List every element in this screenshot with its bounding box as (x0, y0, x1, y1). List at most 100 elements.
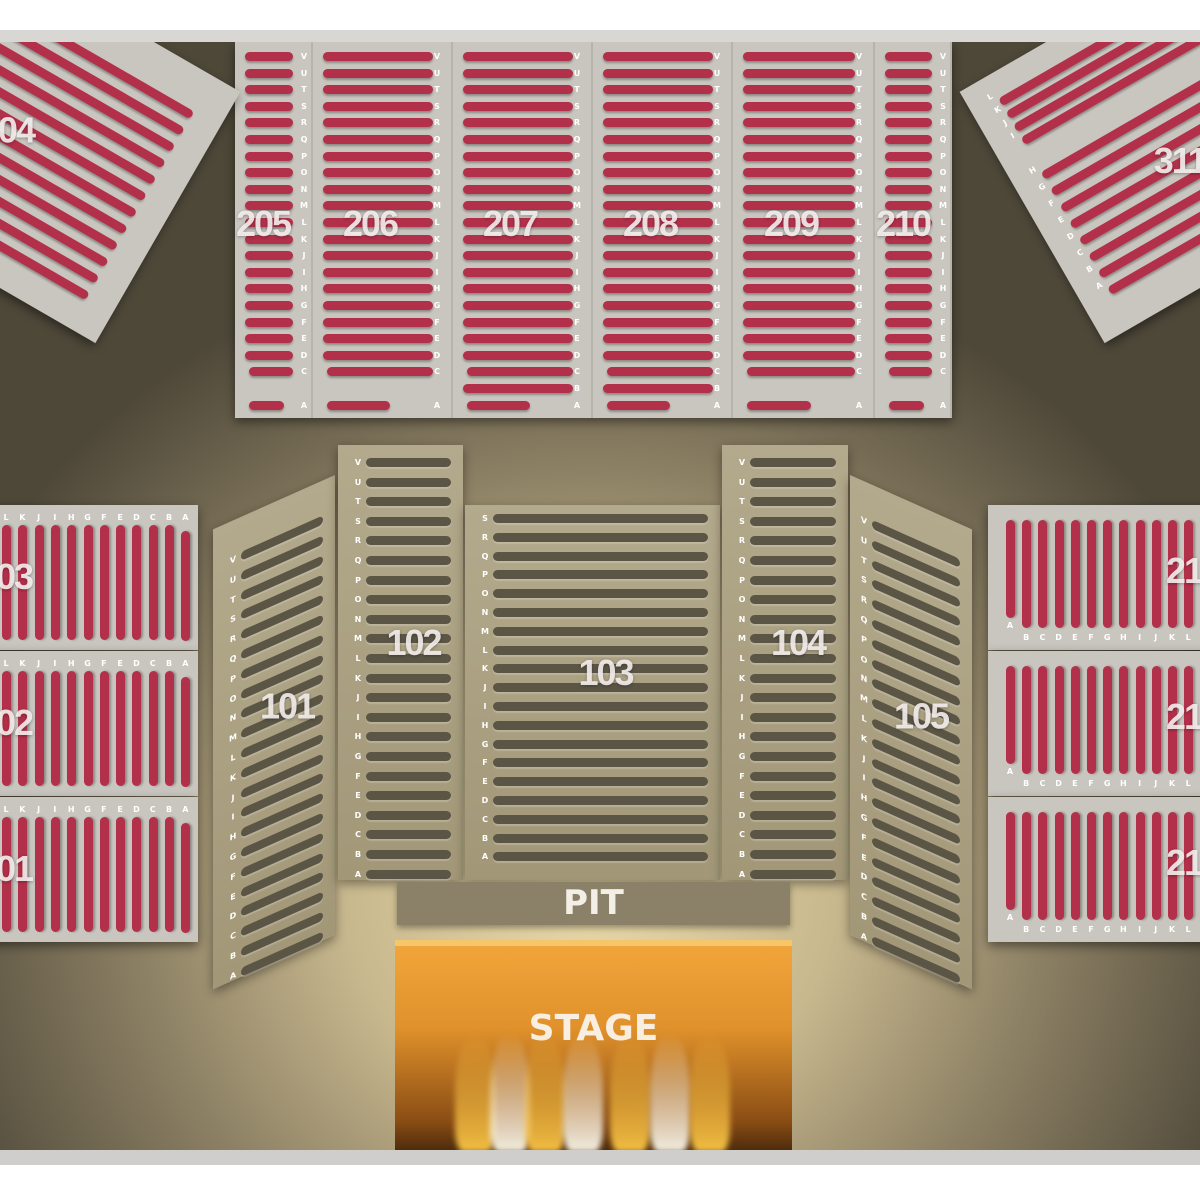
seat-row[interactable] (327, 400, 390, 410)
seat-row[interactable] (463, 168, 573, 178)
seat-row[interactable] (493, 532, 708, 542)
seat-row[interactable] (1184, 520, 1194, 628)
seat-row[interactable] (1038, 666, 1048, 774)
seat-row[interactable] (743, 101, 855, 111)
seat-row[interactable] (165, 817, 174, 932)
seat-row[interactable] (750, 673, 836, 683)
seat-row[interactable] (463, 68, 573, 78)
seat-row[interactable] (885, 301, 932, 310)
seat-row[interactable] (99, 525, 109, 640)
seat-row[interactable] (743, 267, 855, 277)
seat-row[interactable] (603, 85, 713, 95)
seat-row[interactable] (750, 634, 836, 644)
seat-row[interactable] (366, 536, 451, 546)
seat-row[interactable] (463, 118, 573, 128)
seat-row[interactable] (18, 671, 28, 786)
seat-row[interactable] (1070, 666, 1080, 774)
seat-row[interactable] (750, 497, 836, 507)
seat-row[interactable] (885, 85, 932, 95)
seat-row[interactable] (743, 135, 855, 144)
seat-row[interactable] (889, 400, 924, 410)
seat-row[interactable] (743, 317, 855, 327)
seat-row[interactable] (1022, 666, 1032, 774)
seat-row[interactable] (366, 771, 451, 781)
seat-row[interactable] (743, 350, 855, 360)
seat-row[interactable] (1135, 520, 1145, 628)
seat-row[interactable] (750, 810, 836, 820)
seat-row[interactable] (463, 301, 573, 310)
seat-row[interactable] (245, 218, 293, 227)
seat-row[interactable] (743, 334, 855, 344)
seat-row[interactable] (323, 52, 433, 61)
seat-row[interactable] (885, 151, 932, 161)
seat-row[interactable] (245, 52, 293, 61)
seat-row[interactable] (1168, 666, 1177, 774)
seat-row[interactable] (148, 817, 158, 932)
seat-row[interactable] (34, 671, 44, 786)
seat-row[interactable] (493, 777, 708, 787)
seat-row[interactable] (1119, 666, 1129, 774)
seat-row[interactable] (245, 284, 293, 294)
seat-row[interactable] (1038, 520, 1048, 628)
seat-row[interactable] (463, 234, 573, 244)
seat-row[interactable] (885, 284, 932, 294)
seat-row[interactable] (323, 218, 433, 227)
seat-row[interactable] (603, 135, 713, 144)
seat-row[interactable] (750, 614, 836, 624)
seat-row[interactable] (323, 251, 433, 261)
seat-row[interactable] (493, 739, 708, 749)
seat-row[interactable] (249, 367, 293, 377)
seat-row[interactable] (463, 151, 573, 161)
seat-row[interactable] (743, 201, 855, 211)
seat-row[interactable] (493, 551, 708, 561)
seat-row[interactable] (463, 184, 573, 194)
seat-row[interactable] (463, 135, 573, 144)
seat-row[interactable] (165, 671, 174, 786)
seat-row[interactable] (885, 334, 932, 344)
seat-row[interactable] (2, 817, 11, 932)
seat-row[interactable] (245, 234, 293, 244)
seat-row[interactable] (467, 367, 573, 377)
seat-row[interactable] (743, 218, 855, 227)
seat-row[interactable] (245, 267, 293, 277)
seat-row[interactable] (245, 350, 293, 360)
seat-row[interactable] (323, 118, 433, 128)
seat-row[interactable] (323, 267, 433, 277)
seat-row[interactable] (1022, 812, 1032, 920)
seat-row[interactable] (323, 201, 433, 211)
seat-row[interactable] (245, 151, 293, 161)
seat-row[interactable] (83, 817, 93, 932)
seat-row[interactable] (245, 184, 293, 194)
seat-row[interactable] (323, 68, 433, 78)
seat-row[interactable] (750, 536, 836, 546)
seat-row[interactable] (1103, 812, 1113, 920)
seat-row[interactable] (1022, 520, 1032, 628)
seat-row[interactable] (603, 52, 713, 61)
seat-row[interactable] (603, 234, 713, 244)
seat-row[interactable] (116, 671, 126, 786)
seat-row[interactable] (1151, 666, 1161, 774)
seat-row[interactable] (885, 251, 932, 261)
seat-row[interactable] (245, 317, 293, 327)
seat-row[interactable] (132, 817, 142, 932)
seat-row[interactable] (1070, 520, 1080, 628)
seat-row[interactable] (1054, 520, 1064, 628)
seat-row[interactable] (603, 168, 713, 178)
seat-row[interactable] (885, 52, 932, 61)
seat-row[interactable] (463, 52, 573, 61)
seat-row[interactable] (885, 101, 932, 111)
seat-row[interactable] (607, 400, 670, 410)
seat-row[interactable] (750, 791, 836, 801)
seat-row[interactable] (747, 400, 811, 410)
seat-row[interactable] (366, 458, 451, 467)
seat-row[interactable] (366, 595, 451, 605)
seat-row[interactable] (603, 267, 713, 277)
seat-row[interactable] (366, 497, 451, 507)
